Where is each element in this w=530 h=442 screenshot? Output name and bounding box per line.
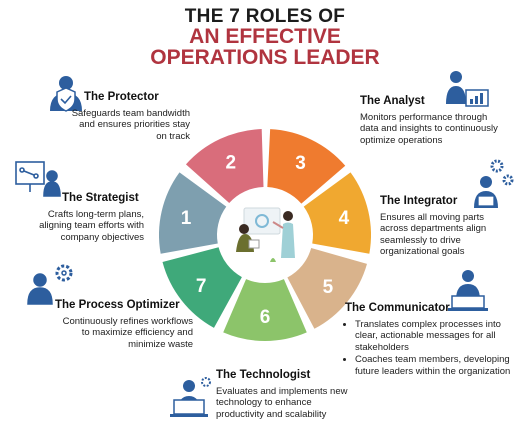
role-integrator-desc: Ensures all moving parts across departme…: [380, 211, 487, 258]
role-communicator: The Communicator Translates complex proc…: [345, 302, 515, 378]
role-process-optimizer-desc: Continuously refines workflows to maximi…: [62, 315, 193, 350]
wheel-segment-1: [159, 172, 227, 254]
role-communicator-bullets: Translates complex processes into clear,…: [345, 319, 515, 378]
role-strategist-desc: Crafts long-term plans, aligning team ef…: [39, 208, 144, 243]
segment-number-2: 2: [225, 153, 236, 174]
role-analyst-desc: Monitors performance through data and in…: [360, 111, 498, 146]
segment-number-1: 1: [181, 208, 192, 229]
connector-line: [355, 290, 365, 300]
role-integrator-title: The Integrator: [380, 195, 458, 207]
role-process-optimizer: The Process Optimizer Continuously refin…: [55, 299, 193, 350]
segment-number-3: 3: [295, 153, 306, 174]
segment-number-6: 6: [260, 307, 271, 328]
role-strategist-title: The Strategist: [62, 192, 139, 204]
segment-number-5: 5: [323, 277, 334, 298]
segment-number-7: 7: [196, 276, 207, 297]
wheel-segment-7: [162, 247, 242, 328]
center-team-illustration: [219, 189, 311, 281]
title-line-1: THE 7 ROLES OF: [184, 6, 346, 27]
connector-line: [325, 100, 345, 120]
wheel-segment-3: [267, 129, 346, 204]
role-strategist: The Strategist Crafts long-term plans, a…: [20, 192, 144, 243]
role-analyst: The Analyst Monitors performance through…: [360, 95, 500, 146]
role-process-optimizer-title: The Process Optimizer: [55, 299, 180, 311]
wheel-segment-5: [287, 248, 368, 329]
connector-line: [150, 205, 160, 210]
wheel-segment-4: [303, 172, 371, 254]
role-communicator-title: The Communicator: [345, 302, 450, 314]
title-line-2b: OPERATIONS LEADER: [150, 46, 380, 69]
communicator-bullet: Translates complex processes into clear,…: [355, 319, 515, 354]
title-line-2a: AN EFFECTIVE: [189, 25, 341, 48]
role-protector: The Protector Safeguards team bandwidth …: [70, 91, 190, 142]
role-analyst-title: The Analyst: [360, 95, 425, 107]
title-line-2: AN EFFECTIVE OPERATIONS LEADER: [0, 26, 530, 68]
role-technologist-desc: Evaluates and implements new technology …: [216, 385, 348, 420]
role-technologist: The Technologist Evaluates and implement…: [216, 369, 361, 420]
role-technologist-title: The Technologist: [216, 369, 311, 381]
connector-line: [190, 110, 205, 120]
wheel-segment-2: [185, 129, 264, 204]
wheel-segment-6: [223, 279, 307, 342]
role-protector-desc: Safeguards team bandwidth and ensures pr…: [71, 107, 190, 142]
role-protector-title: The Protector: [84, 91, 159, 103]
communicator-bullet: Coaches team members, developing future …: [355, 354, 515, 377]
segment-number-4: 4: [339, 208, 350, 229]
role-integrator: The Integrator Ensures all moving parts …: [380, 195, 505, 258]
